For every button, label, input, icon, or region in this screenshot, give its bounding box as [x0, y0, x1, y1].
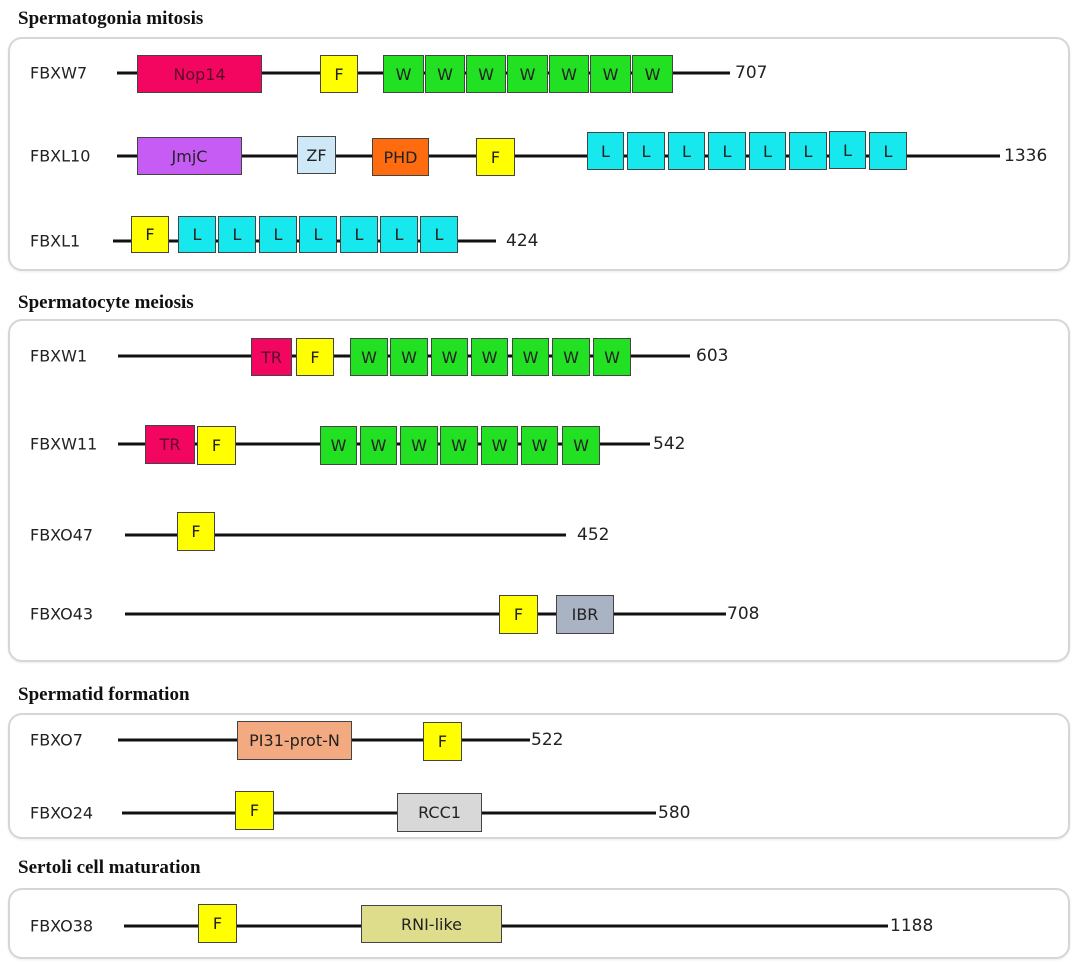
domain-w: W	[431, 338, 468, 376]
gene-name-label: FBXW11	[30, 434, 98, 454]
protein-backbone-line	[122, 811, 656, 815]
domain-w: W	[390, 338, 428, 376]
protein-length-label: 707	[735, 63, 768, 83]
protein-length-label: 1336	[1004, 146, 1048, 166]
section-title-spermatid-formation: Spermatid formation	[18, 684, 190, 705]
domain-f: F	[476, 138, 515, 176]
gene-name-label: FBXL1	[30, 231, 81, 251]
protein-length-label: 1188	[890, 916, 934, 936]
gene-name-label: FBXO43	[30, 604, 94, 624]
protein-backbone-line	[124, 924, 888, 928]
domain-w: W	[400, 426, 438, 465]
domain-ibr: IBR	[556, 595, 614, 634]
domain-l: L	[869, 132, 907, 170]
domain-l: L	[708, 132, 746, 170]
domain-f: F	[177, 512, 215, 551]
domain-w: W	[549, 55, 589, 93]
domain-l: L	[420, 216, 458, 253]
panel-spermatocyte-meiosis	[8, 319, 1070, 662]
domain-w: W	[425, 55, 465, 93]
domain-l: L	[259, 216, 297, 253]
domain-l: L	[587, 132, 624, 170]
protein-length-label: 452	[577, 525, 610, 545]
protein-length-label: 424	[506, 231, 539, 251]
domain-l: L	[829, 131, 866, 169]
panel-spermatid-formation	[8, 713, 1070, 839]
protein-length-label: 603	[696, 346, 729, 366]
domain-w: W	[562, 426, 600, 465]
section-title-spermatocyte-meiosis: Spermatocyte meiosis	[18, 292, 194, 313]
domain-f: F	[131, 216, 169, 253]
gene-name-label: FBXO24	[30, 803, 94, 823]
domain-phd: PHD	[372, 138, 429, 176]
domain-w: W	[466, 55, 506, 93]
domain-w: W	[360, 426, 397, 465]
domain-w: W	[471, 338, 508, 376]
protein-backbone-line	[125, 533, 566, 537]
domain-w: W	[512, 338, 549, 376]
protein-length-label: 708	[727, 604, 760, 624]
domain-w: W	[481, 426, 518, 465]
domain-w: W	[593, 338, 631, 376]
gene-name-label: FBXO38	[30, 916, 94, 936]
domain-l: L	[299, 216, 337, 253]
domain-f: F	[499, 595, 538, 634]
protein-length-label: 580	[658, 803, 691, 823]
domain-l: L	[627, 132, 665, 170]
domain-f: F	[198, 904, 237, 943]
domain-w: W	[320, 426, 357, 465]
domain-f: F	[235, 791, 274, 830]
panel-sertoli-cell-maturation	[8, 888, 1070, 959]
domain-w: W	[590, 55, 631, 93]
domain-l: L	[749, 132, 786, 170]
domain-w: W	[521, 426, 558, 465]
gene-name-label: FBXO7	[30, 730, 83, 750]
gene-name-label: FBXW1	[30, 346, 88, 366]
protein-length-label: 522	[531, 730, 564, 750]
domain-tr: TR	[145, 425, 195, 464]
domain-tr: TR	[251, 338, 292, 376]
domain-rcc1: RCC1	[397, 793, 482, 832]
protein-backbone-line	[117, 154, 1000, 158]
domain-w: W	[440, 426, 478, 465]
domain-w: W	[350, 338, 388, 376]
gene-name-label: FBXL10	[30, 146, 91, 166]
domain-w: W	[552, 338, 590, 376]
domain-f: F	[423, 722, 462, 761]
domain-w: W	[632, 55, 673, 93]
domain-rni-like: RNI-like	[361, 905, 502, 943]
domain-w: W	[507, 55, 548, 93]
domain-f: F	[197, 426, 236, 465]
domain-l: L	[789, 132, 827, 170]
domain-l: L	[380, 216, 418, 253]
gene-name-label: FBXW7	[30, 63, 88, 83]
domain-l: L	[218, 216, 256, 253]
domain-l: L	[340, 216, 378, 253]
domain-l: L	[178, 216, 216, 253]
domain-w: W	[383, 55, 424, 93]
section-title-sertoli-cell-maturation: Sertoli cell maturation	[18, 857, 201, 878]
domain-zf: ZF	[297, 136, 336, 174]
protein-backbone-line	[125, 612, 726, 616]
protein-length-label: 542	[653, 434, 686, 454]
domain-pi31-prot-n: PI31-prot-N	[237, 721, 352, 760]
domain-jmjc: JmjC	[137, 137, 242, 175]
domain-f: F	[296, 338, 334, 376]
section-title-spermatogonia-mitosis: Spermatogonia mitosis	[18, 8, 204, 29]
gene-name-label: FBXO47	[30, 525, 94, 545]
domain-nop14: Nop14	[137, 55, 262, 93]
domain-f: F	[320, 55, 358, 93]
domain-l: L	[668, 132, 705, 170]
